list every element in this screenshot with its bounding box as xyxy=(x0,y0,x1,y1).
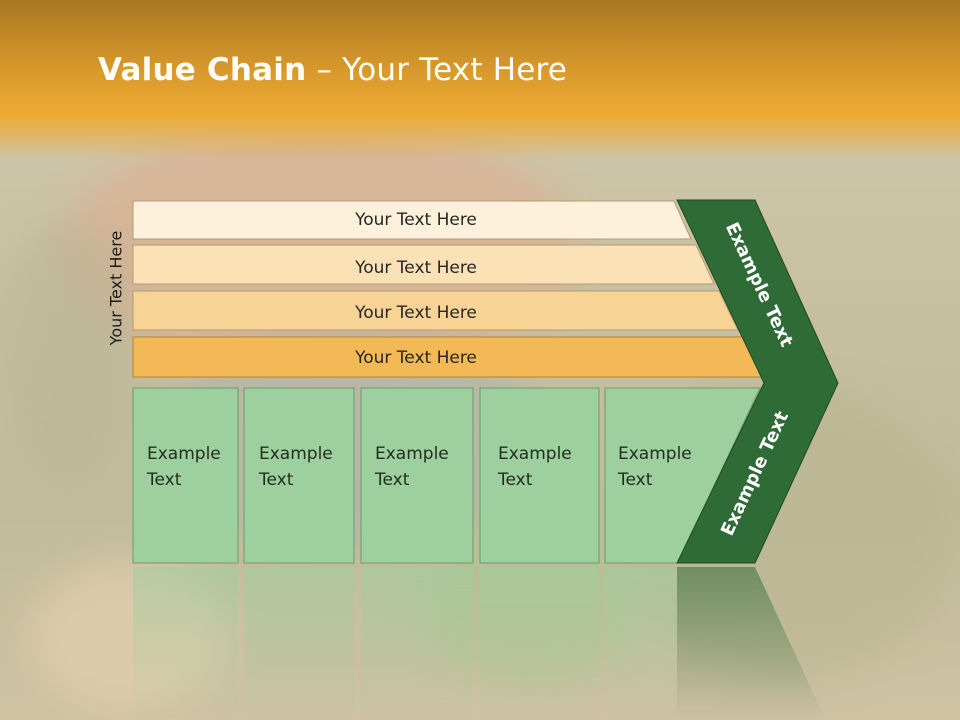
activity-bar-1-label: Your Text Here xyxy=(354,210,477,230)
reflection-cell-3 xyxy=(361,567,473,720)
support-cell-4-box xyxy=(479,387,600,564)
support-cell-3-line2: Text xyxy=(374,470,410,490)
reflection-chevron xyxy=(677,567,763,720)
header-band xyxy=(0,0,960,160)
title-rest: – Your Text Here xyxy=(306,52,568,88)
reflection-cell-4 xyxy=(480,567,599,720)
title-bold: Value Chain xyxy=(98,52,307,88)
support-cell-5[interactable]: Example Text xyxy=(604,387,761,564)
support-cell-1-line2: Text xyxy=(146,470,182,490)
support-cell-2-line1: Example xyxy=(259,444,333,464)
chevron-shape xyxy=(676,199,839,564)
activity-bar-4[interactable]: Your Text Here xyxy=(132,336,763,378)
support-cell-1-box xyxy=(132,387,239,564)
support-cell-2-line2: Text xyxy=(258,470,294,490)
support-cell-1[interactable]: Example Text xyxy=(132,387,239,564)
support-cell-2[interactable]: Example Text xyxy=(243,387,355,564)
support-cell-4-line2: Text xyxy=(497,470,533,490)
support-cell-1-line1: Example xyxy=(147,444,221,464)
activity-bar-3-label: Your Text Here xyxy=(354,303,477,323)
support-cell-2-box xyxy=(243,387,355,564)
activity-bar-2[interactable]: Your Text Here xyxy=(132,244,715,285)
activity-bar-4-label: Your Text Here xyxy=(354,348,477,368)
support-cell-3[interactable]: Example Text xyxy=(360,387,474,564)
activity-bar-2-shape xyxy=(132,244,715,285)
activity-bar-1[interactable]: Your Text Here xyxy=(132,200,692,240)
activity-bar-2-label: Your Text Here xyxy=(354,258,477,278)
reflection-chevron-tip xyxy=(755,567,826,720)
activity-bar-3-shape xyxy=(132,290,739,331)
activity-bar-1-shape xyxy=(132,200,692,240)
activity-bar-3[interactable]: Your Text Here xyxy=(132,290,739,331)
support-cell-5-line2: Text xyxy=(617,470,653,490)
activity-bars: Your Text Here Your Text Here Your Text … xyxy=(132,200,763,378)
support-cell-4[interactable]: Example Text xyxy=(479,387,600,564)
reflection-cell-1 xyxy=(133,567,238,720)
support-cell-3-box xyxy=(360,387,474,564)
support-cell-3-line1: Example xyxy=(375,444,449,464)
page-title: Value Chain – Your Text Here xyxy=(98,52,567,88)
reflection-cell-2 xyxy=(244,567,354,720)
support-cell-5-line1: Example xyxy=(618,444,692,464)
diagram-reflection xyxy=(133,567,826,720)
support-cell-4-line1: Example xyxy=(498,444,572,464)
support-cells: Example Text Example Text Example Text E… xyxy=(132,387,761,564)
